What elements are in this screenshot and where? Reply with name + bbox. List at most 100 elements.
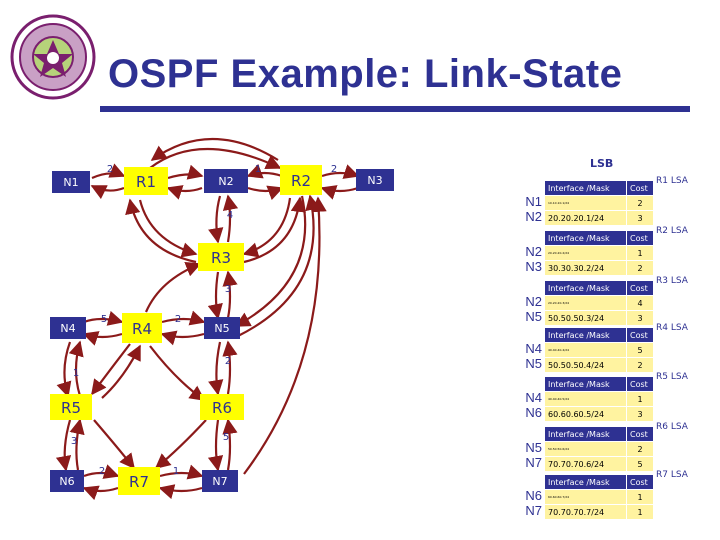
page-title: OSPF Example: Link-State (108, 52, 623, 96)
arrow-n7-r7 (158, 484, 203, 500)
cost-r4-n5: 2 (175, 314, 181, 325)
router-r3 (198, 243, 244, 271)
network-n3 (356, 169, 394, 191)
link-cost-labels: 2 1 2 4 3 5 2 2 1 3 5 2 1 (71, 164, 337, 477)
router-r6 (200, 394, 244, 420)
arrow-n5-r3 (222, 270, 238, 319)
cost-r7-n7: 1 (173, 466, 179, 477)
network-n3-label: N3 (367, 174, 382, 187)
lsa-name: R4 LSA (656, 323, 688, 333)
router-nodes: R1 R2 R3 R4 R5 R6 R7 (50, 165, 322, 495)
network-n5 (204, 317, 240, 339)
lsa-name: R6 LSA (656, 422, 688, 432)
arrow-n1-r1 (91, 163, 126, 180)
arrow-r3-n2 (222, 194, 239, 243)
arrow-r2-r1-top (150, 137, 279, 161)
cost-r3-n5: 3 (225, 284, 231, 295)
cost-n6-r7: 2 (99, 466, 105, 477)
arrow-n5-r6 (208, 341, 224, 396)
router-r4 (122, 313, 162, 343)
router-r6-label: R6 (212, 399, 232, 417)
cost-r3-n2: 4 (227, 210, 233, 221)
router-r4-label: R4 (132, 320, 152, 338)
cost-r1-n2: 1 (255, 164, 261, 175)
router-r1-label: R1 (136, 173, 156, 191)
arrow-n3-r2 (320, 185, 359, 200)
arrow-r2-n2 (246, 163, 283, 179)
network-n1 (52, 171, 90, 193)
cost-n4-r4: 5 (101, 314, 107, 325)
lsa-name: R5 LSA (656, 372, 688, 382)
network-n5-label: N5 (214, 322, 229, 335)
router-r3-label: R3 (211, 249, 231, 267)
arrow-r7-n6 (82, 485, 119, 501)
network-n7 (202, 470, 238, 492)
arrow-r4-r5 (91, 343, 131, 396)
arrow-r4-r6 (149, 345, 206, 401)
lsa-name: R2 LSA (656, 226, 688, 236)
lsa-name: R1 LSA (656, 176, 688, 186)
network-n6 (50, 470, 84, 492)
arrow-r5-n6 (55, 419, 72, 472)
network-n2 (204, 169, 248, 193)
arrow-n4-r4 (83, 310, 124, 326)
arrow-r6-r7 (154, 419, 207, 469)
lsa-name: R3 LSA (656, 276, 688, 286)
arrow-r3-r1 (125, 198, 197, 264)
cost-n1-r1: 2 (107, 164, 113, 175)
title-underline (100, 106, 690, 112)
network-n2-label: N2 (218, 175, 233, 188)
arrow-r3-n5 (207, 271, 223, 320)
lsb-heading: LSB (590, 157, 614, 170)
arrow-r4-n4 (82, 331, 123, 346)
arrow-n2-r3 (208, 195, 224, 244)
cost-r4-r5: 1 (73, 368, 79, 379)
arrow-r4-n5 (161, 310, 206, 326)
router-r2-label: R2 (291, 172, 311, 190)
arrow-n5-r4 (160, 330, 205, 346)
network-n4-label: N4 (60, 322, 75, 335)
cost-r2-n3: 2 (331, 164, 337, 175)
arrow-r5-n4 (68, 340, 84, 397)
arrow-n2-r1 (166, 185, 203, 200)
network-n4 (50, 317, 86, 339)
arrow-r6-n5 (222, 340, 238, 395)
arrow-n6-r5 (69, 418, 85, 471)
link-arrows (55, 137, 360, 501)
router-r7 (118, 467, 160, 495)
lsa-name: R7 LSA (656, 470, 688, 480)
router-r1 (124, 167, 168, 195)
arrow-r3-r2 (243, 196, 307, 264)
network-n7-label: N7 (212, 475, 227, 488)
arrow-r1-n2 (167, 164, 204, 180)
arrow-r1-n1 (90, 185, 125, 200)
network-n1-label: N1 (63, 176, 78, 189)
arrow-r2-n5 (234, 195, 307, 327)
cost-r5-n6: 3 (71, 436, 77, 447)
router-r7-label: R7 (129, 473, 149, 491)
arrow-r1-r3 (138, 199, 198, 258)
arrow-r2-n3 (321, 164, 360, 179)
arrow-n6-r7 (83, 464, 120, 479)
arrow-n5-r2 (237, 194, 321, 337)
cost-r6-n7: 5 (223, 432, 229, 443)
arrow-r7-n7 (159, 464, 204, 480)
arrow-n7-r6 (222, 418, 238, 471)
